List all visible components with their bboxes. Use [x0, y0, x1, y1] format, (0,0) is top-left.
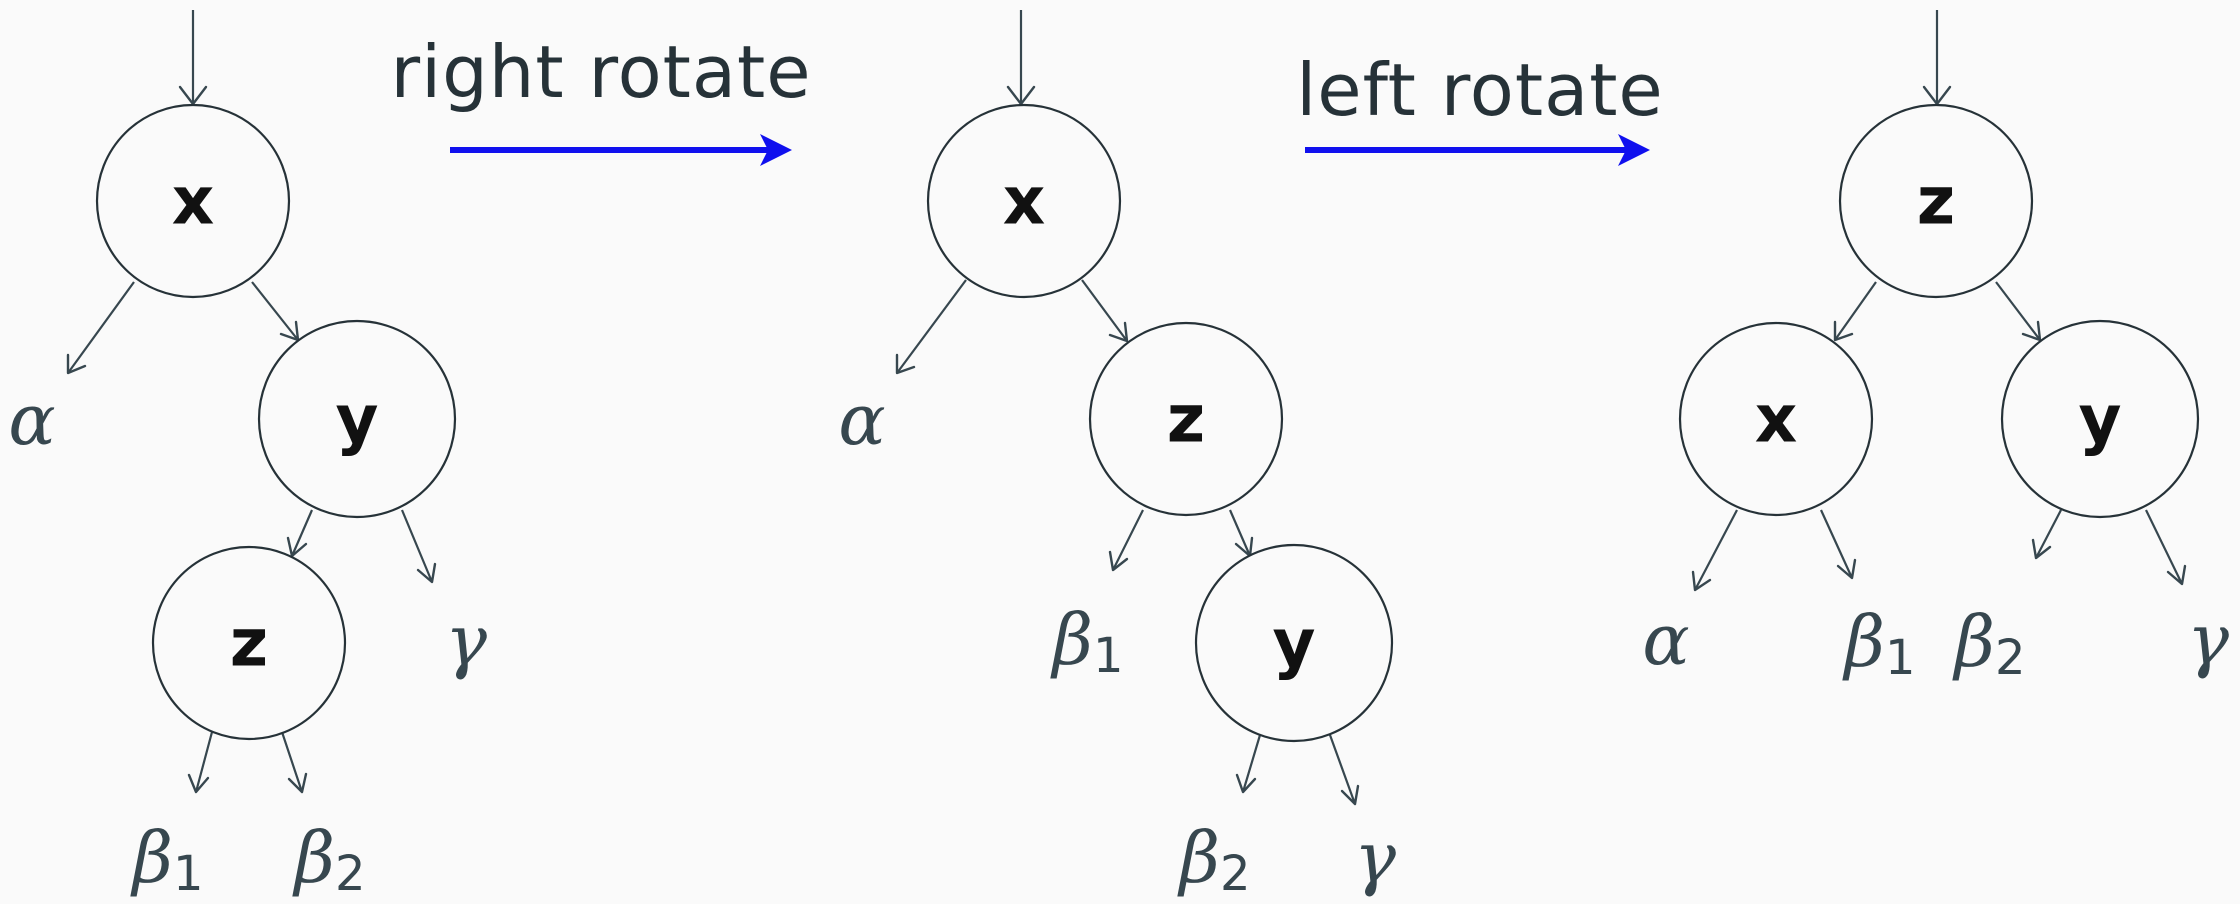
- right-rotate-operation: right rotate: [390, 30, 811, 166]
- edge-z-y: [1228, 509, 1252, 557]
- node-circle: [1194, 543, 1394, 743]
- tree-original-node-x: x: [95, 103, 291, 299]
- edge-x-y: [251, 281, 299, 341]
- node-label: x: [172, 163, 215, 240]
- edge-z-x: [1834, 281, 1877, 341]
- edge-z-beta2-arrowhead: [287, 772, 308, 794]
- edge-x-z: [1081, 279, 1128, 342]
- leaf-beta1: β1: [1841, 601, 1915, 686]
- node-circle: [926, 103, 1122, 299]
- edge-z-beta1-arrowhead: [1108, 550, 1129, 572]
- left-rotate-label: left rotate: [1296, 48, 1663, 132]
- edge-y-beta2-arrowhead: [2031, 538, 2052, 560]
- leaf-alpha: α: [1642, 599, 1689, 681]
- node-circle: [1088, 321, 1284, 517]
- edge-x-beta1: [1819, 509, 1854, 579]
- left-rotate-operation: left rotate: [1296, 48, 1663, 166]
- edge-x-alpha-arrowhead: [1691, 570, 1712, 592]
- edge-z-beta1: [1112, 509, 1144, 571]
- edge-y-beta2-arrowhead: [1235, 773, 1257, 794]
- tree-after-right-rotate-node-z: z: [1088, 321, 1284, 517]
- edge-x-alpha-arrowhead: [895, 353, 916, 375]
- edge-x-alpha: [67, 281, 135, 374]
- leaf-beta2: β2: [291, 817, 365, 902]
- node-label: y: [1272, 605, 1315, 682]
- tree-after-right-rotate-node-y: y: [1194, 543, 1394, 743]
- edge-y-gamma: [2145, 509, 2183, 585]
- tree-after-right-rotate-edges: [895, 10, 1360, 806]
- tree-after-left-rotate-node-y: y: [2000, 319, 2200, 519]
- edge-z-x-arrowhead: [1833, 320, 1854, 342]
- node-circle: [1838, 103, 2034, 299]
- edge-y-gamma-arrowhead: [1340, 784, 1360, 806]
- tree-original-node-y: y: [257, 319, 457, 519]
- node-label: z: [230, 605, 268, 682]
- leaf-alpha: α: [8, 379, 55, 461]
- node-circle: [257, 319, 457, 519]
- edge-x-beta1-arrowhead: [1836, 558, 1857, 580]
- edge-z-beta1-arrowhead: [187, 773, 210, 794]
- tree-original-node-z: z: [151, 545, 347, 741]
- leaf-beta1: β1: [129, 817, 203, 902]
- leaf-beta2: β2: [1176, 817, 1250, 902]
- tree-after-left-rotate: z x y α β1 β2 γ: [1642, 10, 2229, 686]
- edge-z-beta2: [280, 731, 304, 793]
- edge-y-gamma: [400, 509, 434, 583]
- tree-original-edges: [66, 10, 437, 794]
- edge-y-gamma: [1328, 734, 1357, 805]
- tree-after-left-rotate-node-z: z: [1838, 103, 2034, 299]
- edge-z-beta1: [194, 731, 214, 793]
- leaf-beta1: β1: [1049, 599, 1123, 684]
- right-rotate-arrowhead: [760, 134, 792, 166]
- leaf-beta2: β2: [1951, 601, 2025, 686]
- node-label: y: [335, 381, 378, 458]
- left-rotate-arrowhead: [1618, 134, 1650, 166]
- node-circle: [95, 103, 291, 299]
- edge-z-y: [1995, 281, 2041, 341]
- edge-z-y-arrowhead: [2021, 320, 2042, 342]
- node-circle: [151, 545, 347, 741]
- edge-y-beta2: [2035, 509, 2062, 559]
- node-label: x: [1003, 163, 1046, 240]
- node-circle: [2000, 319, 2200, 519]
- leaf-gamma: γ: [2187, 599, 2229, 681]
- tree-after-right-rotate-node-x: x: [926, 103, 1122, 299]
- node-label: y: [2078, 381, 2121, 458]
- tree-after-left-rotate-node-x: x: [1678, 321, 1874, 517]
- right-rotate-label: right rotate: [390, 30, 811, 114]
- tree-original: x y z α γ β1 β2: [8, 10, 487, 902]
- node-label: z: [1167, 381, 1205, 458]
- tree-after-right-rotate: x z y α β1 β2 γ: [838, 10, 1396, 902]
- edge-x-alpha-arrowhead: [66, 353, 87, 375]
- edge-x-z-arrowhead: [1108, 321, 1129, 343]
- edge-y-gamma-arrowhead: [416, 562, 437, 584]
- leaf-gamma: γ: [1354, 817, 1396, 899]
- edge-y-beta2: [1241, 734, 1262, 793]
- tree-after-left-rotate-edges: [1691, 10, 2187, 592]
- leaf-alpha: α: [838, 379, 885, 461]
- node-label: z: [1917, 163, 1955, 240]
- node-label: x: [1755, 381, 1798, 458]
- leaf-gamma: γ: [445, 600, 487, 682]
- edge-y-gamma-arrowhead: [2166, 564, 2187, 586]
- edge-y-z: [290, 509, 314, 557]
- edge-x-alpha: [1694, 509, 1738, 591]
- edge-x-alpha: [896, 279, 967, 374]
- node-circle: [1678, 321, 1874, 517]
